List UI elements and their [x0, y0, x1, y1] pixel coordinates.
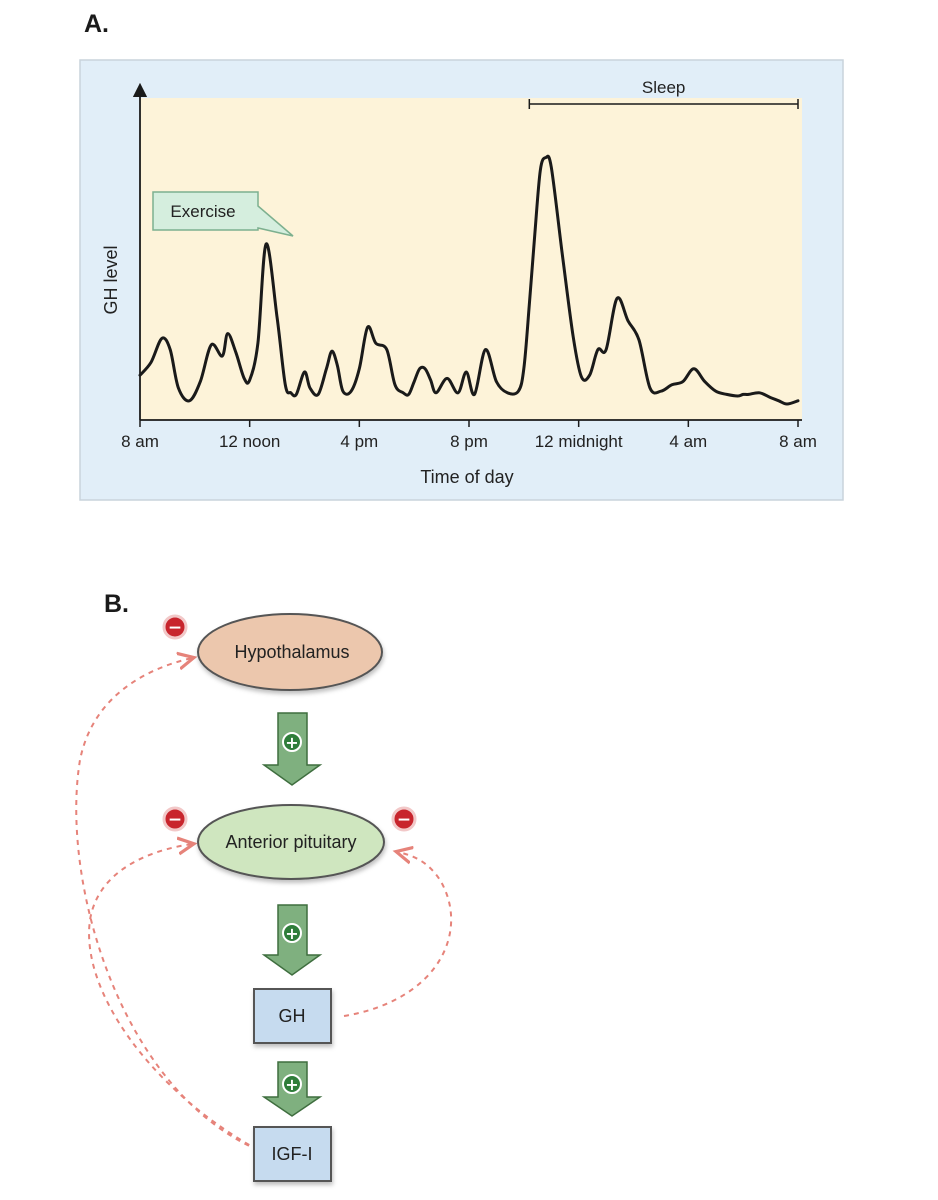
panel-b-label: B.	[104, 590, 129, 618]
plus-badge-2: +	[282, 923, 302, 943]
exercise-label: Exercise	[170, 202, 235, 221]
plus-sign-1: +	[285, 733, 298, 752]
igf-label: IGF-I	[272, 1144, 313, 1164]
plot-area	[140, 98, 802, 420]
y-axis-title: GH level	[101, 245, 121, 314]
gh-label: GH	[279, 1006, 306, 1026]
hypothalamus-node	[197, 613, 383, 691]
minus-sign-1: −	[168, 618, 182, 638]
plus-sign-3: +	[285, 1075, 298, 1094]
x-tick-label: 8 am	[121, 432, 159, 451]
x-ticks: 8 am 12 noon 4 pm 8 pm 12 midnight 4 am 8 am	[121, 420, 817, 451]
x-tick-label: 12 midnight	[535, 432, 623, 451]
plus-badge-1: +	[282, 732, 302, 752]
stim-arrow-gh-to-igf	[261, 1061, 323, 1117]
x-tick-label: 4 pm	[340, 432, 378, 451]
igf-node	[253, 1126, 332, 1182]
plus-badge-3: +	[282, 1074, 302, 1094]
x-tick-label: 4 am	[669, 432, 707, 451]
feedback-arc-igf-to-pituitary	[88, 844, 259, 1151]
sleep-label: Sleep	[642, 78, 685, 97]
gh-series-line	[138, 154, 800, 406]
minus-badge-pituitary-right: −	[391, 806, 417, 832]
exercise-callout-shape	[152, 191, 294, 237]
gh-level-chart: 8 am 12 noon 4 pm 8 pm 12 midnight 4 am 8 am S…	[79, 59, 844, 501]
x-tick-label: 8 am	[779, 432, 817, 451]
gh-node	[253, 988, 332, 1044]
plus-sign-2: +	[285, 924, 298, 943]
panel-a-label: A.	[84, 10, 109, 38]
x-tick-label: 12 noon	[219, 432, 280, 451]
minus-sign-3: −	[397, 810, 411, 830]
sleep-bar: Sleep	[528, 78, 799, 109]
stim-arrow-hypothalamus-to-pituitary	[261, 712, 323, 786]
stim-arrow-pituitary-to-gh	[261, 904, 323, 976]
x-tick-label: 8 pm	[450, 432, 488, 451]
minus-badge-pituitary-left: −	[162, 806, 188, 832]
feedback-arc-igf-to-hypothalamus	[75, 658, 259, 1151]
hypothalamus-label: Hypothalamus	[234, 642, 349, 662]
anterior-pituitary-node	[197, 804, 385, 880]
minus-badge-hypothalamus: −	[162, 614, 188, 640]
anterior-pituitary-label: Anterior pituitary	[225, 832, 356, 852]
x-axis-title: Time of day	[420, 467, 513, 487]
exercise-callout: Exercise	[152, 191, 294, 237]
feedback-arc-gh-to-pituitary	[343, 852, 453, 1017]
minus-sign-2: −	[168, 810, 182, 830]
